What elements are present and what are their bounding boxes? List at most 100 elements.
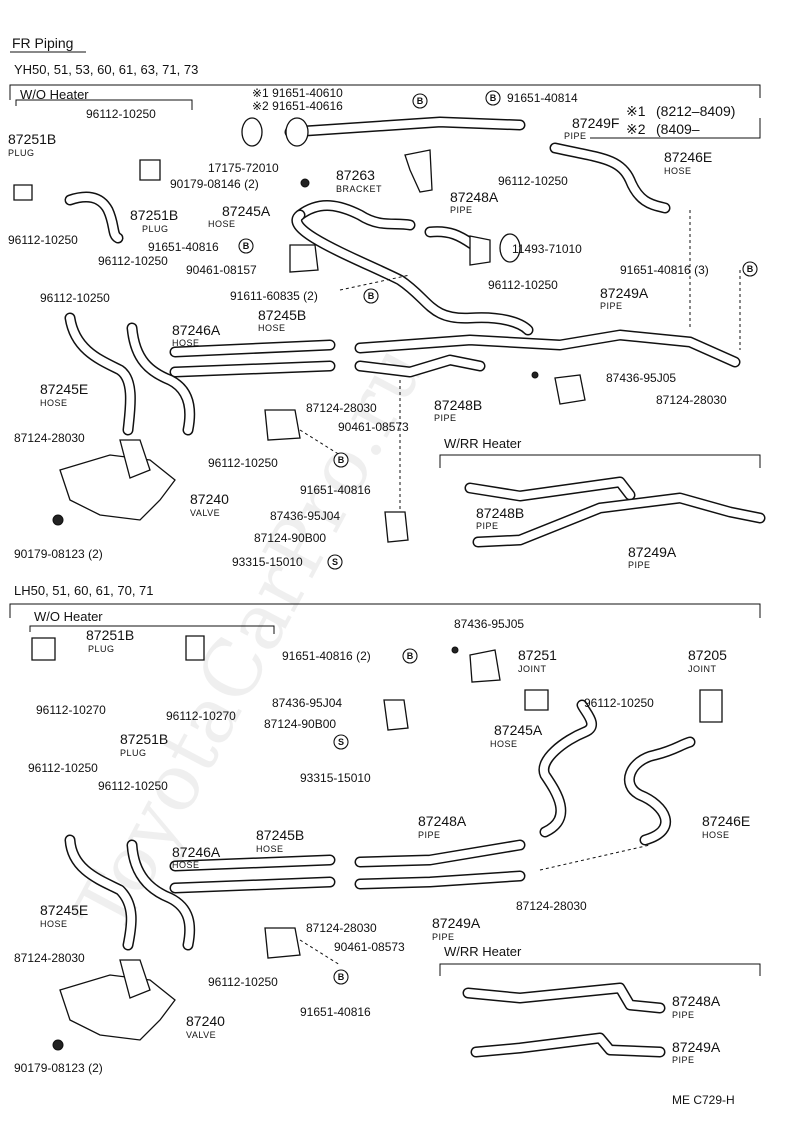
part-number: 96112-10270 xyxy=(166,709,236,723)
part-number: 91651-40816 (3) xyxy=(620,263,709,277)
svg-text:S: S xyxy=(338,737,344,747)
part-number: 87124-28030 xyxy=(656,393,727,407)
note-1-mark: ※1 xyxy=(626,103,646,119)
part-type: PIPE xyxy=(628,560,651,570)
part-number: 96112-10250 xyxy=(498,174,568,188)
part-number: 87251B xyxy=(86,627,134,643)
svg-text:S: S xyxy=(332,557,338,567)
part-number: 87240 xyxy=(190,491,229,507)
part-number: 87248B xyxy=(476,505,524,521)
part-number: ※2 91651-40616 xyxy=(252,99,343,113)
part-number: 96112-10250 xyxy=(208,456,278,470)
part-type: PIPE xyxy=(600,301,623,311)
note-2-range: (8409– xyxy=(656,121,700,137)
part-number: 87246E xyxy=(702,813,750,829)
diagram-code: ME C729-H xyxy=(672,1093,735,1107)
part-number: 90179-08123 (2) xyxy=(14,547,103,561)
part-type: JOINT xyxy=(688,664,717,674)
bottom-rr-heater-title: W/RR Heater xyxy=(444,944,522,959)
part-number: 17175-72010 xyxy=(208,161,279,175)
top-part-labels: 87251B PLUG 96112-10250 87251B PLUG 9611… xyxy=(8,86,727,570)
part-type: VALVE xyxy=(186,1030,216,1040)
top-rr-pipes xyxy=(464,476,766,548)
part-type: PIPE xyxy=(432,932,455,942)
part-number: 93315-15010 xyxy=(300,771,371,785)
part-number: 91611-60835 (2) xyxy=(230,289,318,303)
part-type: HOSE xyxy=(40,919,68,929)
part-number: 87245B xyxy=(256,827,304,843)
part-number: 96112-10250 xyxy=(584,696,654,710)
bottom-models: LH50, 51, 60, 61, 70, 71 xyxy=(14,583,154,598)
part-number: 87124-28030 xyxy=(14,431,85,445)
part-number: 96112-10250 xyxy=(8,233,78,247)
svg-text:B: B xyxy=(417,96,424,106)
part-number: 87124-28030 xyxy=(306,401,377,415)
part-number: 87248A xyxy=(418,813,467,829)
part-number: 87263 xyxy=(336,167,375,183)
part-type: PIPE xyxy=(434,413,457,423)
part-number: 96112-10270 xyxy=(36,703,106,717)
part-number: 87249A xyxy=(600,285,649,301)
part-number: 87249A xyxy=(672,1039,721,1055)
part-number: 91651-40816 xyxy=(148,240,219,254)
part-number: 87245A xyxy=(494,722,543,738)
part-number: 87124-28030 xyxy=(306,921,377,935)
part-number: 87246A xyxy=(172,322,221,338)
part-number: 87245E xyxy=(40,381,88,397)
bottom-markers: B B S xyxy=(333,648,418,985)
part-type: PLUG xyxy=(120,748,147,758)
part-type: PLUG xyxy=(8,148,35,158)
part-type: HOSE xyxy=(490,739,518,749)
svg-text:B: B xyxy=(338,972,345,982)
part-number: ※1 91651-40610 xyxy=(252,86,343,100)
part-number: 96112-10250 xyxy=(208,975,278,989)
part-number: 87251B xyxy=(8,131,56,147)
note-1-range: (8212–8409) xyxy=(656,103,735,119)
part-type: HOSE xyxy=(258,323,286,333)
svg-text:B: B xyxy=(368,291,375,301)
part-type: PLUG xyxy=(142,224,169,234)
svg-text:B: B xyxy=(243,241,250,251)
part-number: 96112-10250 xyxy=(28,761,98,775)
part-number: 87249F xyxy=(572,115,619,131)
part-number: 91651-40814 xyxy=(507,91,578,105)
part-number: 93315-15010 xyxy=(232,555,303,569)
part-number: 87205 xyxy=(688,647,727,663)
part-number: 96112-10250 xyxy=(98,254,168,268)
part-type: HOSE xyxy=(172,338,200,348)
part-number: 87246E xyxy=(664,149,712,165)
part-number: 87249A xyxy=(432,915,481,931)
part-type: HOSE xyxy=(702,830,730,840)
part-number: 91651-40816 xyxy=(300,483,371,497)
part-number: 90461-08157 xyxy=(186,263,257,277)
part-number: 91651-40816 xyxy=(300,1005,371,1019)
part-number: 87248A xyxy=(672,993,721,1009)
part-number: 87251B xyxy=(130,207,178,223)
part-type: PIPE xyxy=(450,205,473,215)
part-type: HOSE xyxy=(208,219,236,229)
part-number: 96112-10250 xyxy=(488,278,558,292)
part-number: 90461-08573 xyxy=(334,940,405,954)
svg-text:B: B xyxy=(490,93,497,103)
part-type: PIPE xyxy=(672,1055,695,1065)
part-number: 96112-10250 xyxy=(86,107,156,121)
part-number: 87251B xyxy=(120,731,168,747)
svg-text:B: B xyxy=(338,455,345,465)
part-number: 87124-90B00 xyxy=(254,531,326,545)
bottom-part-labels: 87251B PLUG 96112-10270 96112-10270 8725… xyxy=(14,617,750,1075)
part-number: 87124-28030 xyxy=(516,899,587,913)
part-number: 87124-90B00 xyxy=(264,717,336,731)
part-number: 90461-08573 xyxy=(338,420,409,434)
part-number: 87436-95J04 xyxy=(272,696,342,710)
bottom-rr-pipes xyxy=(462,982,666,1058)
part-number: 87246A xyxy=(172,844,221,860)
part-number: 87249A xyxy=(628,544,677,560)
part-number: 87436-95J05 xyxy=(606,371,676,385)
part-number: 91651-40816 (2) xyxy=(282,649,371,663)
part-type: PIPE xyxy=(476,521,499,531)
svg-text:B: B xyxy=(747,264,754,274)
part-number: 87124-28030 xyxy=(14,951,85,965)
part-type: JOINT xyxy=(518,664,547,674)
part-number: 87245A xyxy=(222,203,271,219)
page-title: FR Piping xyxy=(12,35,73,51)
